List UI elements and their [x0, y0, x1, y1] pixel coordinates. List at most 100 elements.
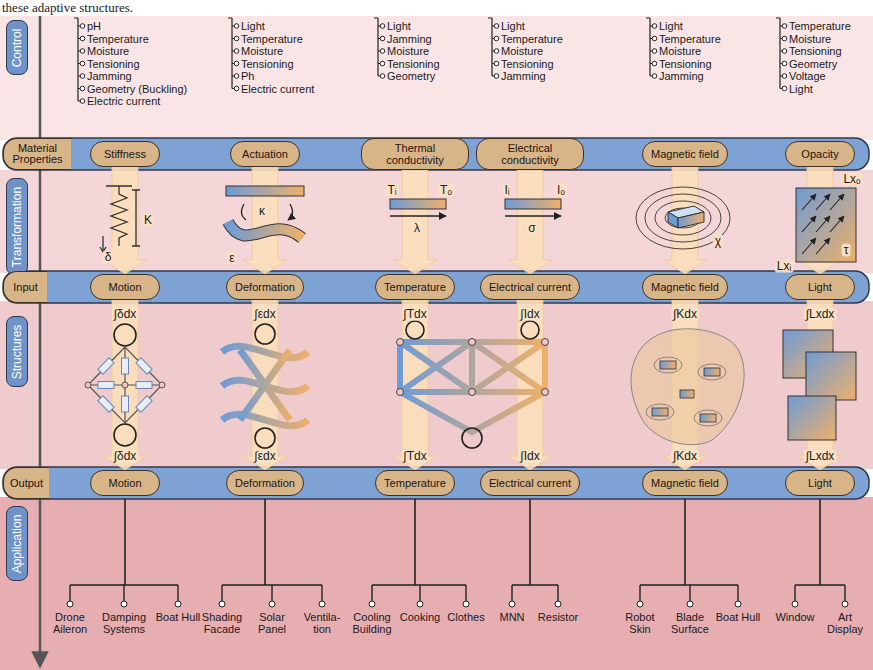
drawn-path [222, 414, 308, 426]
drawn-circle [494, 24, 499, 29]
drawn-path [222, 346, 308, 358]
property-pill: Magnetic field [642, 141, 728, 167]
node-text: Magnetic field [651, 281, 719, 293]
application-item: Resistor [533, 611, 583, 623]
drawn-g [222, 346, 308, 426]
drawn-rect [226, 186, 304, 196]
drawn-ellipse [636, 187, 730, 249]
drawn-line [802, 238, 816, 254]
node-text: Motion [108, 281, 141, 293]
symbol-label: Tᵢ [385, 184, 398, 197]
integral-label: ∫Lxdx [804, 308, 837, 321]
drawn-rect [136, 358, 152, 374]
drawn-path [228, 18, 232, 89]
symbol-label: Iᵢ [502, 184, 511, 197]
drawn-path [74, 18, 78, 101]
drawn-path [776, 18, 780, 89]
node-text: Opacity [801, 148, 838, 160]
drawn-circle [555, 601, 561, 607]
drawn-line [39, 16, 42, 660]
control-item: Moisture [387, 45, 429, 57]
drawn-g [98, 358, 152, 412]
drawn-line [232, 26, 234, 27]
drawn-circle [735, 601, 741, 607]
control-item: Voltage [789, 70, 826, 82]
control-item: Tensioning [659, 58, 712, 70]
symbol-label: Tₒ [438, 184, 454, 197]
drawn-line [465, 585, 466, 601]
control-item: Jamming [87, 70, 132, 82]
drawn-g [783, 330, 856, 440]
drawn-line [505, 215, 561, 216]
drawn-circle [494, 36, 499, 41]
control-item: Light [789, 83, 813, 95]
drawn-circle [542, 389, 549, 396]
drawn-ellipse [655, 201, 711, 235]
drawn-line [371, 585, 372, 601]
drawn-rect [98, 382, 114, 389]
drawn-circle [319, 601, 325, 607]
application-item: Robot Skin [615, 611, 665, 635]
drawn-circle [234, 24, 239, 29]
control-item: Moisture [241, 45, 283, 57]
drawn-circle [687, 601, 693, 607]
integral-label: ∫Tdx [401, 308, 428, 321]
drawn-path [222, 499, 322, 585]
drawn-line [737, 585, 738, 601]
drawn-circle [494, 61, 499, 66]
drawn-circle [792, 601, 798, 607]
row-tab: Structures [6, 316, 28, 387]
drawn-line [802, 216, 816, 232]
property-pill: Opacity [785, 141, 855, 167]
drawn-circle [114, 424, 136, 446]
node-text: Control [10, 28, 24, 67]
application-item: Ventila- tion [297, 611, 347, 635]
drawn-circle [80, 74, 85, 79]
drawn-line [689, 585, 690, 601]
drawn-rect [788, 396, 836, 440]
drawn-line [123, 585, 124, 601]
drawn-line [419, 585, 420, 601]
drawn-path [512, 499, 558, 585]
drawn-circle [380, 49, 385, 54]
control-item: Light [241, 20, 265, 32]
drawn-path [488, 18, 492, 76]
drawn-line [816, 194, 830, 210]
drawn-rect [122, 358, 129, 374]
control-item: Jamming [387, 33, 432, 45]
drawn-circle [255, 324, 275, 344]
drawn-path [400, 342, 545, 432]
integral-label: ∫δdx [112, 450, 139, 463]
drawn-circle [159, 382, 165, 388]
property-pill: Temperature [375, 274, 455, 300]
drawn-line [816, 216, 830, 232]
application-item: Clothes [441, 611, 491, 623]
symbol-label: χ [713, 235, 723, 248]
node-text: Thermal conductivity [370, 142, 460, 166]
node-text: Temperature [384, 281, 446, 293]
drawn-circle [397, 339, 404, 346]
application-item: Art Display [820, 611, 870, 635]
control-item: Jamming [659, 70, 704, 82]
control-item: Temperature [659, 33, 721, 45]
flow-arrow [393, 170, 437, 274]
drawn-circle [121, 601, 127, 607]
node-text: Material Properties [10, 143, 66, 165]
node-text: Electrical current [489, 281, 571, 293]
drawn-line [390, 215, 446, 216]
control-item: Temperature [241, 33, 303, 45]
property-pill: Motion [90, 274, 160, 300]
drawn-line [557, 585, 558, 601]
drawn-line [78, 88, 80, 89]
drawn-circle [234, 36, 239, 41]
drawn-path [631, 329, 744, 445]
drawn-g [400, 342, 545, 432]
symbol-label: ε [227, 252, 236, 265]
drawn-circle [469, 339, 476, 346]
application-item: Solar Panel [247, 611, 297, 635]
drawn-rect [0, 16, 873, 140]
drawn-polygon [678, 212, 704, 228]
control-item: Electric current [241, 83, 314, 95]
node-text: Electrical conductivity [485, 142, 575, 166]
